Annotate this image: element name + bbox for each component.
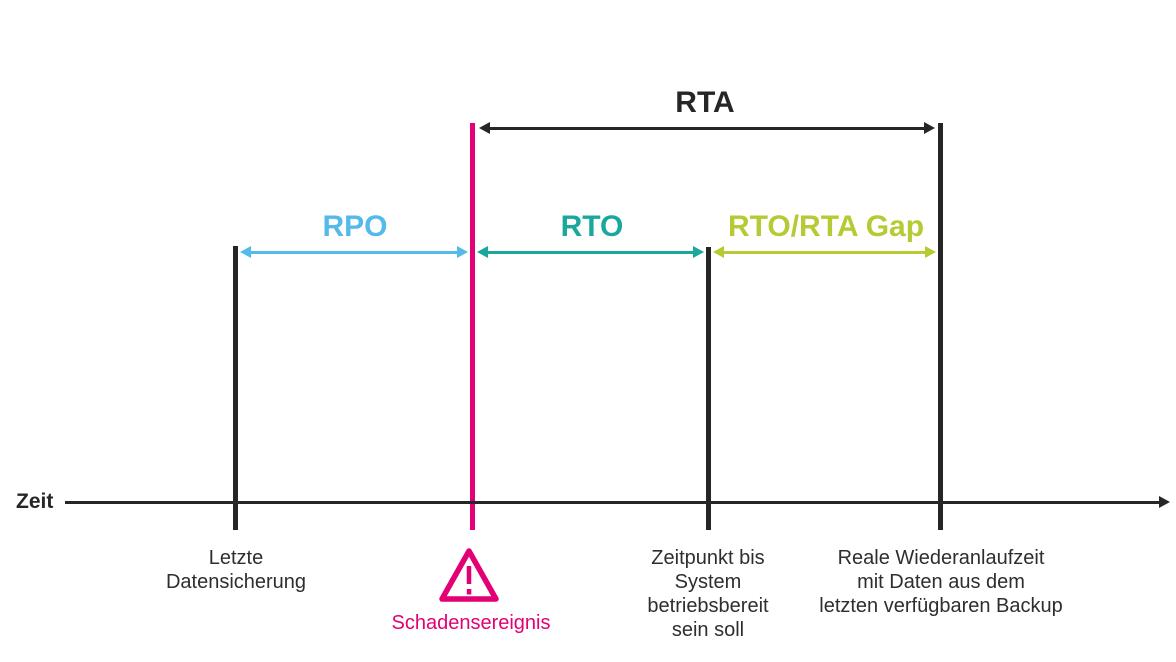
label-line: Schadensereignis bbox=[391, 612, 551, 634]
rpo-label: RPO bbox=[322, 210, 388, 243]
axis-arrowhead-icon bbox=[1159, 496, 1170, 508]
label-line: Letzte bbox=[208, 547, 264, 569]
arrow-shaft bbox=[490, 126, 924, 130]
time-axis-label: Zeit bbox=[16, 490, 54, 513]
arrowhead-left-icon bbox=[240, 246, 251, 258]
backup-label: Letzte Datensicherung bbox=[166, 546, 306, 594]
arrowhead-left-icon bbox=[479, 122, 490, 134]
arrowhead-right-icon bbox=[457, 246, 468, 258]
actual-restart-label: Reale Wiederanlaufzeit mit Daten aus dem… bbox=[819, 546, 1063, 618]
label-line: betriebsbereit bbox=[647, 595, 769, 617]
label-line: letzten verfügbaren Backup bbox=[819, 595, 1063, 617]
arrowhead-right-icon bbox=[924, 122, 935, 134]
event-label: Schadensereignis bbox=[392, 611, 551, 635]
arrow-shaft bbox=[251, 250, 457, 254]
label-line: mit Daten aus dem bbox=[857, 571, 1025, 593]
warning-triangle-icon bbox=[439, 548, 499, 602]
actual-restart-line bbox=[938, 123, 943, 530]
label-line: Reale Wiederanlaufzeit bbox=[837, 547, 1045, 569]
arrowhead-right-icon bbox=[693, 246, 704, 258]
ready-target-line bbox=[706, 247, 711, 530]
arrow-shaft bbox=[724, 250, 925, 254]
ready-target-label: Zeitpunkt bis System betriebsbereit sein… bbox=[647, 546, 768, 642]
rto-arrow bbox=[477, 244, 704, 260]
arrowhead-right-icon bbox=[925, 246, 936, 258]
arrowhead-left-icon bbox=[477, 246, 488, 258]
arrow-shaft bbox=[488, 250, 693, 254]
rta-label: RTA bbox=[675, 86, 735, 119]
time-axis bbox=[65, 494, 1170, 510]
rto-rta-gap-label: RTO/RTA Gap bbox=[727, 210, 925, 243]
rta-arrow bbox=[479, 120, 935, 136]
axis-line bbox=[65, 500, 1159, 504]
event-line bbox=[470, 123, 475, 530]
rpo-arrow bbox=[240, 244, 468, 260]
rto-rta-gap-arrow bbox=[713, 244, 936, 260]
arrowhead-left-icon bbox=[713, 246, 724, 258]
label-line: Datensicherung bbox=[165, 571, 307, 593]
label-line: Zeitpunkt bis bbox=[651, 547, 765, 569]
label-line: sein soll bbox=[671, 619, 745, 641]
label-line: System bbox=[674, 571, 742, 593]
backup-line bbox=[233, 246, 238, 530]
rto-label: RTO bbox=[560, 210, 624, 243]
